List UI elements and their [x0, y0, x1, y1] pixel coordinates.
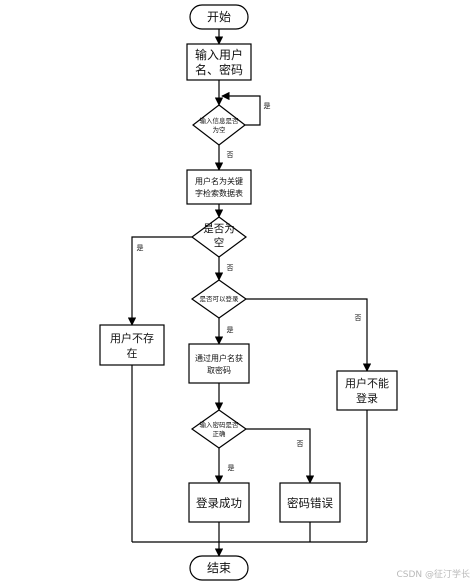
cannot-login-label-line2: 登录 [356, 391, 378, 405]
check-empty-label-line1: 输入信息是否 [200, 116, 240, 125]
exists-label-line1: 是否为 [203, 223, 235, 235]
edge-label-pwd-yes: 是 [228, 464, 235, 472]
input-process [186, 43, 252, 81]
check-empty-label-line2: 为空 [213, 125, 227, 134]
start-terminal [189, 4, 249, 30]
edge-label-can-no: 否 [355, 314, 362, 322]
not-exist-label-line2: 在 [127, 347, 138, 360]
fetch-password-label-line1: 通过用户名获 [195, 353, 243, 363]
login-success-label: 登录成功 [196, 496, 242, 510]
connectors [127, 29, 372, 557]
arrow-pwd-no-to-error [246, 428, 315, 484]
end-label: 结束 [207, 561, 231, 575]
search-process [186, 169, 252, 205]
can-login-label: 是否可以登录 [200, 294, 240, 303]
end-terminal [189, 555, 249, 581]
fetch-password-label-line2: 取密码 [207, 365, 231, 375]
fetch-password-process [188, 343, 250, 384]
can-login-decision [190, 279, 248, 319]
search-label-line2: 字检索数据表 [195, 188, 243, 198]
password-correct-decision [190, 409, 248, 449]
password-error-label: 密码错误 [287, 496, 333, 510]
cannot-login-label-line1: 用户不能 [345, 376, 389, 390]
arrow-exists-yes-to-not-exist [127, 236, 192, 326]
password-correct-label-line1: 输入密码是否 [200, 420, 240, 429]
edge-label-empty-no: 否 [227, 151, 234, 159]
watermark: CSDN @征汀学长 [396, 568, 470, 580]
edge-label-exists-yes: 是 [137, 244, 144, 252]
input-label-line2: 名、密码 [195, 62, 243, 77]
search-label-line1: 用户名为关键 [195, 176, 243, 186]
password-correct-label-line2: 正确 [213, 429, 227, 438]
cannot-login-process [336, 370, 398, 411]
exists-decision [190, 216, 248, 258]
not-exist-process [99, 324, 165, 366]
start-label: 开始 [207, 10, 231, 24]
exists-label-line2: 空 [214, 236, 225, 249]
edge-label-pwd-no: 否 [297, 440, 304, 448]
edge-label-empty-yes: 是 [264, 102, 271, 110]
password-error-process [279, 482, 341, 523]
not-exist-label-line1: 用户不存 [110, 331, 154, 345]
edge-label-can-yes: 是 [227, 326, 234, 334]
arrow-can-no-to-cannot-login [246, 298, 372, 372]
check-empty-decision [192, 104, 246, 146]
input-label-line1: 输入用户 [195, 47, 243, 62]
arrow-empty-yes-loop [221, 91, 261, 126]
login-success-process [188, 482, 250, 523]
edge-label-exists-no: 否 [227, 264, 234, 272]
